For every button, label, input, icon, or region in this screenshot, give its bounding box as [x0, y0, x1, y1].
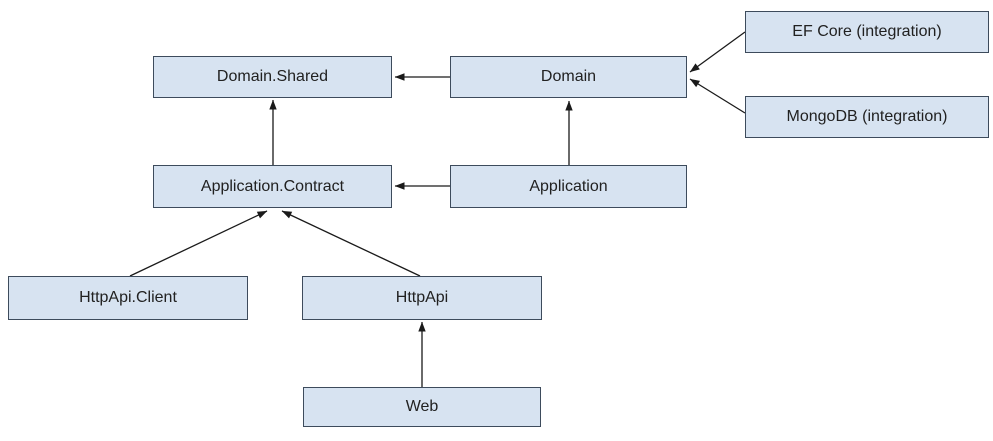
node-label: Domain.Shared [216, 68, 329, 85]
node-label: HttpApi [395, 289, 449, 306]
node-label: EF Core (integration) [792, 23, 942, 40]
node-httpapi-client: HttpApi.Client [8, 276, 248, 320]
node-label: MongoDB (integration) [786, 108, 948, 125]
edge-ef-core-to-domain [689, 31, 746, 73]
node-label: HttpApi.Client [79, 289, 177, 306]
node-domain: Domain [450, 56, 687, 98]
node-ef-core: EF Core (integration) [745, 11, 989, 53]
node-web: Web [303, 387, 541, 427]
node-label: Application.Contract [200, 177, 345, 195]
node-label: Web [405, 398, 439, 415]
node-application: Application [450, 165, 687, 208]
node-label: Domain [540, 68, 597, 85]
node-application-contract: Application.Contract [153, 165, 392, 208]
node-mongodb: MongoDB (integration) [745, 96, 989, 138]
edge-httpapi-to-application-contract [281, 210, 421, 277]
edge-httpapi-client-to-application-contract [129, 210, 268, 277]
node-httpapi: HttpApi [302, 276, 542, 320]
node-domain-shared: Domain.Shared [153, 56, 392, 98]
edge-mongodb-to-domain [689, 78, 746, 114]
node-label: Application [529, 177, 608, 195]
